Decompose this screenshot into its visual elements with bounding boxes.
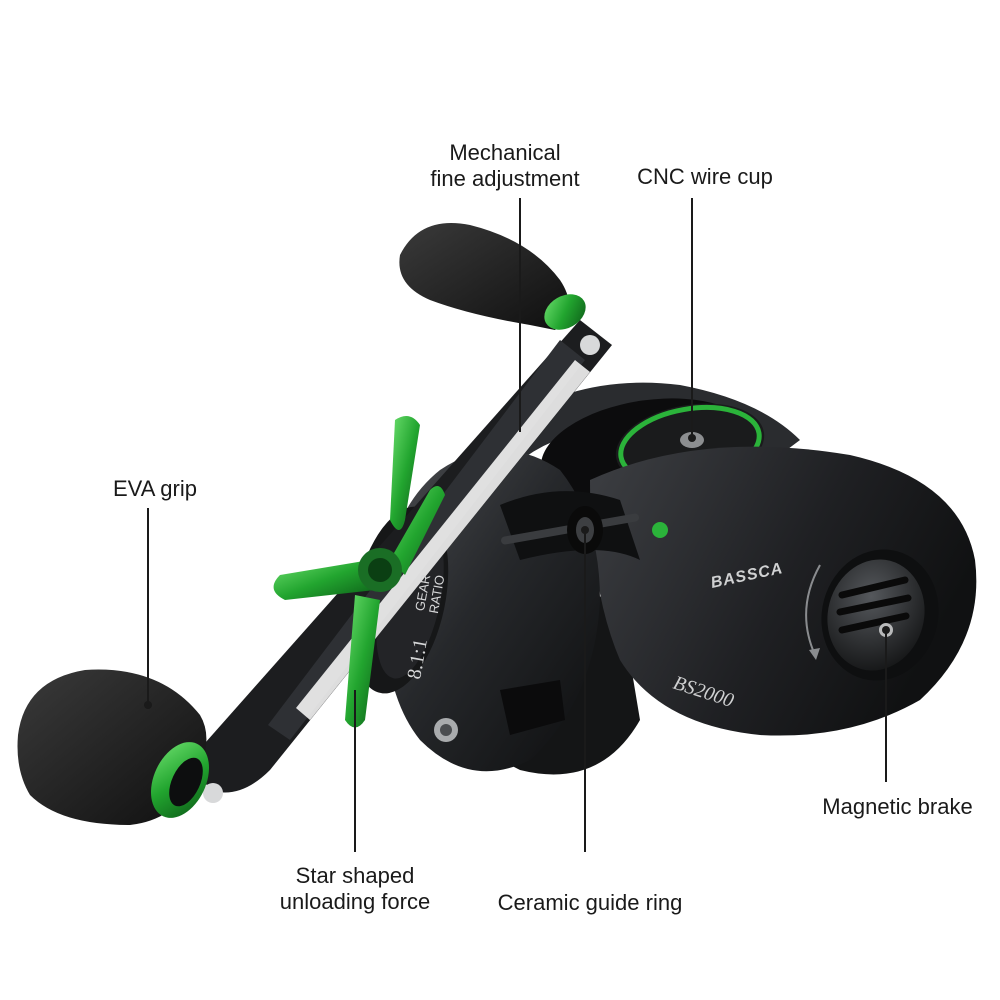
label-line-1: Star shaped — [295, 863, 415, 888]
label-line-2: fine adjustment — [430, 166, 580, 191]
svg-text:GEAR: GEAR — [412, 573, 433, 612]
label-eva-grip: EVA grip — [113, 476, 197, 501]
reel-body — [351, 382, 977, 775]
label-line-1: Mechanical — [449, 140, 561, 165]
label-mechanical-fine-adjustment: Mechanical fine adjustment — [405, 140, 605, 192]
svg-text:RATIO: RATIO — [426, 574, 448, 615]
callout-lines — [147, 198, 887, 852]
upper-eva-knob — [399, 223, 586, 330]
star-drag — [273, 416, 445, 728]
label-line-2: unloading force — [279, 889, 431, 914]
label-cnc-wire-cup: CNC wire cup — [637, 164, 773, 189]
eva-grip-knob — [17, 669, 210, 825]
label-star-shaped-unloading-force: Star shaped unloading force — [255, 863, 455, 915]
magnetic-brake-dial — [821, 549, 939, 681]
gear-ratio-mark: 8.1:1 GEAR RATIO — [403, 573, 448, 681]
label-ceramic-guide-ring: Ceramic guide ring — [497, 890, 683, 915]
label-magnetic-brake: Magnetic brake — [822, 794, 973, 819]
callout-dots — [144, 434, 890, 709]
